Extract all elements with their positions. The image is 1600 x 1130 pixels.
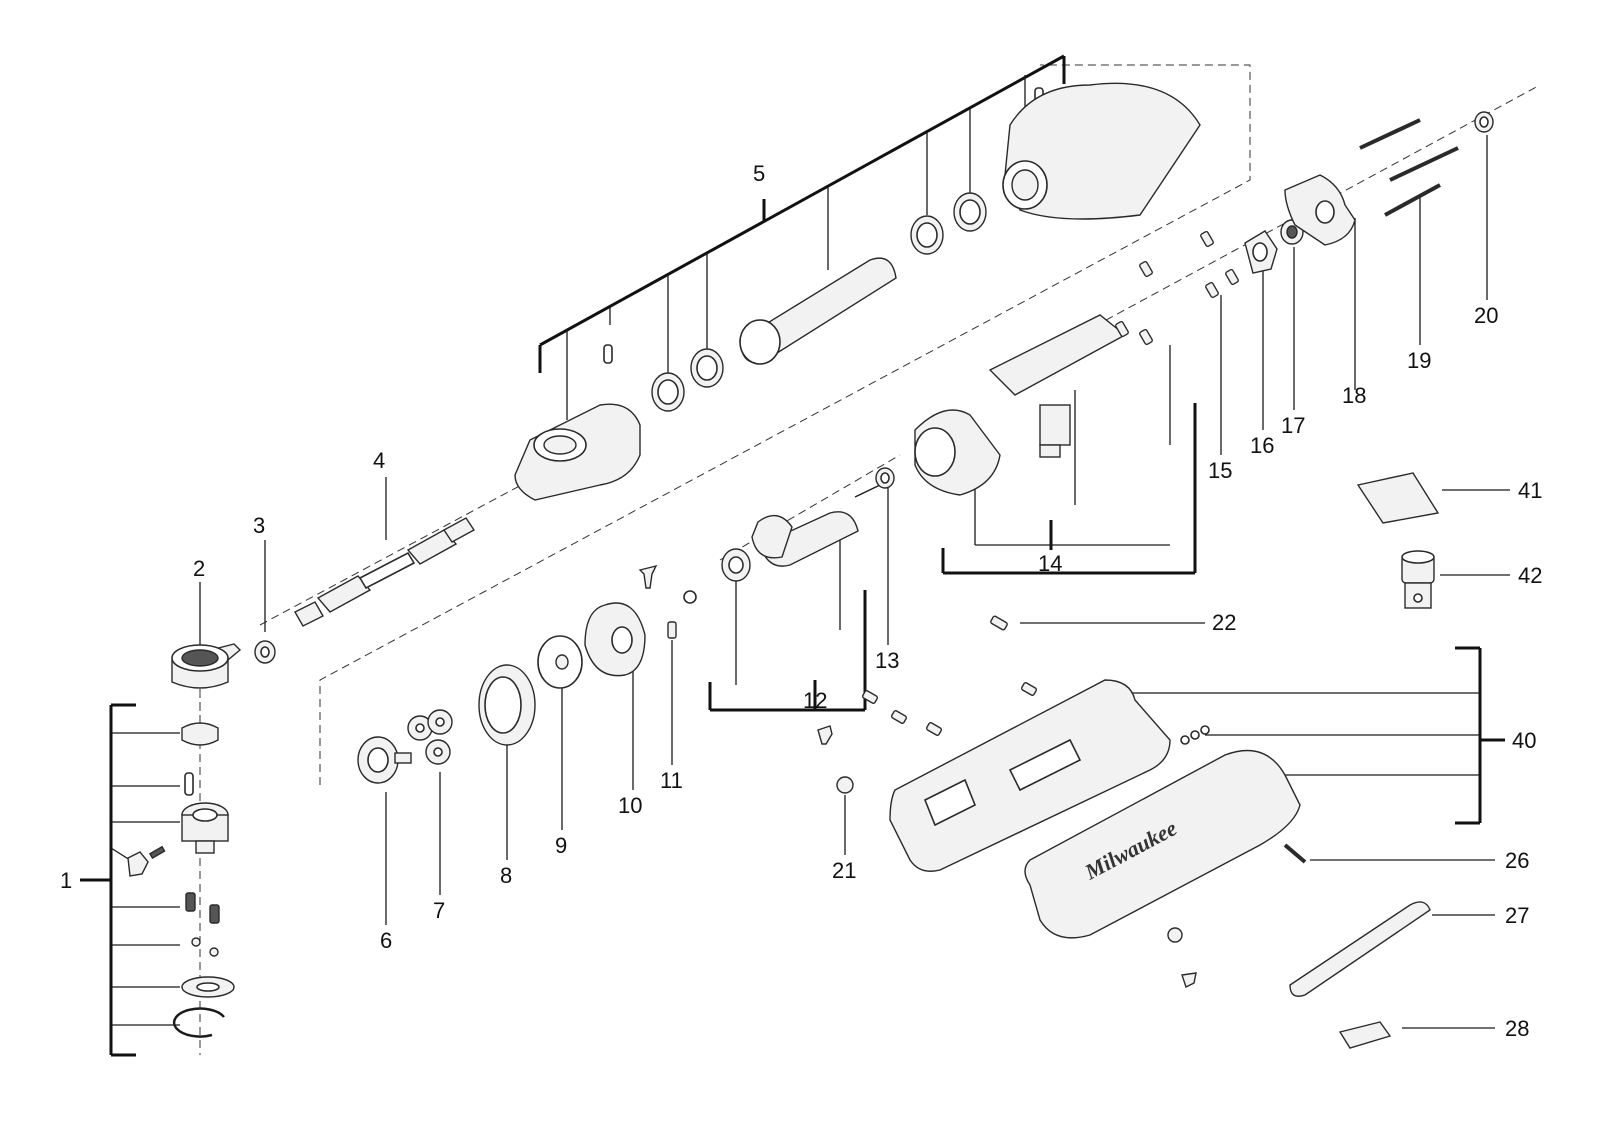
part-label-3: 3 [253,513,265,538]
part-label-42: 42 [1518,563,1542,588]
part-label-14: 14 [1038,551,1062,576]
part-label-13: 13 [875,648,899,673]
part-16-bearing-plate [1244,230,1278,274]
part-3-nut [254,640,276,664]
part-labels: 1 2 3 4 5 6 7 8 9 10 11 12 13 14 15 16 1… [60,161,1542,1041]
part-10-gear-plate [584,602,646,677]
part-label-5: 5 [753,161,765,186]
part-label-6: 6 [380,928,392,953]
part-2-ratchet-ring [171,643,242,689]
part-label-21: 21 [832,858,856,883]
part-label-17: 17 [1281,413,1305,438]
part-label-8: 8 [500,863,512,888]
bracket-40 [1130,646,1505,825]
part-40-housings: Milwaukee [889,679,1301,939]
part-42-socket-adapter [1401,550,1435,609]
leader-lines [199,135,1510,1029]
part-19-long-screws [1359,118,1459,217]
part-15-screws [1115,230,1239,346]
part-28-clip-bracket [1338,1021,1392,1049]
part-label-20: 20 [1474,303,1498,328]
part-label-12: 12 [803,688,827,713]
part-9-washer [537,635,583,689]
part-12-rotor [721,484,881,582]
part-8-ring-gear [478,664,536,746]
part-label-16: 16 [1250,433,1274,458]
part-label-26: 26 [1505,848,1529,873]
part-label-1: 1 [60,868,72,893]
part-label-22: 22 [1212,610,1236,635]
part-label-27: 27 [1505,903,1529,928]
part-27-belt-clip [1289,901,1431,997]
part-label-18: 18 [1342,383,1366,408]
bracket-14 [941,345,1197,575]
part-label-4: 4 [373,448,385,473]
part-4-extension-shaft [294,517,476,627]
part-label-28: 28 [1505,1016,1529,1041]
part-41-label-plate [1356,472,1440,524]
part-label-11: 11 [660,768,683,793]
part-1-ratchet-mechanism [127,722,235,1038]
part-18-end-bracket [1284,174,1356,246]
part-label-10: 10 [618,793,642,818]
part-7-planet-gears [407,709,453,765]
part-20-nut [1474,111,1494,133]
part-6-planet-carrier [357,736,412,784]
part-label-40: 40 [1512,728,1536,753]
part-14-stator-electronics [914,314,1127,496]
part-22-screw [990,615,1008,631]
part-label-19: 19 [1407,348,1431,373]
part-11-screws [638,564,697,639]
part-label-41: 41 [1518,478,1542,503]
part-label-2: 2 [193,556,205,581]
part-label-15: 15 [1208,458,1232,483]
part-21-screws [817,682,1197,988]
bracket-5 [538,54,1066,420]
part-13-bearing [875,467,895,489]
part-26-pin [1283,843,1307,864]
bracket-1 [80,703,180,1057]
part-5-head-housing [514,82,1201,501]
part-label-7: 7 [433,898,445,923]
part-label-9: 9 [555,833,567,858]
